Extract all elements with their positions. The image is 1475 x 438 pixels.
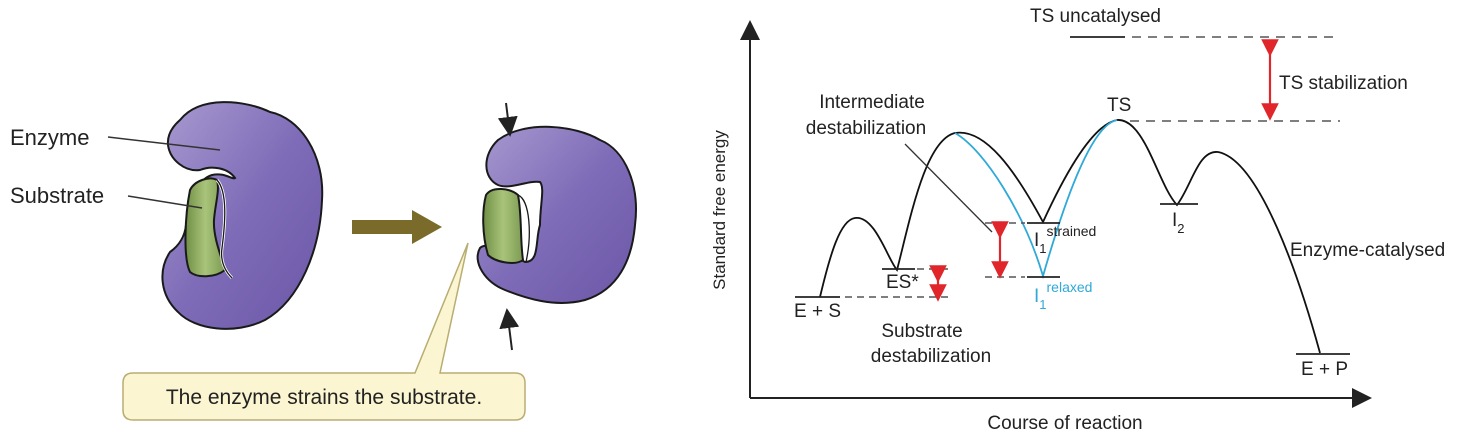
i1-strained-sup: strained [1047,223,1097,239]
intermediate-label-line2: destabilization [806,118,926,139]
es-star-label: ES* [886,272,919,293]
i2-i: I [1172,210,1177,231]
ts-stabilization-label: TS stabilization [1279,73,1408,94]
strained-enzyme [476,125,637,304]
i1-strained-label: I1strained [1034,223,1096,256]
i1-relaxed-label: I1relaxed [1034,279,1092,312]
catalysed-curve [819,119,1321,354]
enzyme-catalysed-label: Enzyme-catalysed [1290,240,1445,261]
intermediate-label-line1: Intermediate [819,92,925,113]
compress-arrow-top [497,102,518,137]
substrate-label: Substrate [10,183,104,208]
y-axis-label: Standard free energy [710,130,729,290]
compress-arrow-bottom [499,308,520,351]
substrate-leader-line [127,195,203,209]
i1-relaxed-sup: relaxed [1047,279,1093,295]
e-plus-p-label: E + P [1301,359,1348,380]
substrate-shape-relaxed [184,177,227,278]
i2-sub: 2 [1177,221,1184,236]
i1-relaxed-sub: 1 [1039,297,1046,312]
x-axis-label: Course of reaction [987,413,1142,434]
enzyme-label: Enzyme [10,125,89,150]
callout-text: The enzyme strains the substrate. [166,386,482,409]
substrate-shape-strained [482,188,525,264]
i1-strained-i: I [1034,230,1039,251]
ts-uncatalysed-label: TS uncatalysed [1030,6,1161,27]
transition-arrow [352,210,442,244]
callout-bubble: The enzyme strains the substrate. [122,242,526,421]
substrate-destab-label-line1: Substrate [881,321,962,342]
e-plus-s-label: E + S [794,301,841,322]
i2-label: I2 [1172,210,1185,236]
energy-diagram: Standard free energy Course of reaction … [710,6,1445,434]
enzyme-leader-line [107,136,221,151]
intermediate-leader-line [904,143,993,233]
relaxed-curve [954,119,1118,280]
relaxed-enzyme [161,101,324,330]
substrate-destab-label-line2: destabilization [871,346,991,367]
i1-strained-sub: 1 [1039,241,1046,256]
i1-relaxed-i: I [1034,286,1039,307]
ts-label: TS [1107,95,1131,116]
